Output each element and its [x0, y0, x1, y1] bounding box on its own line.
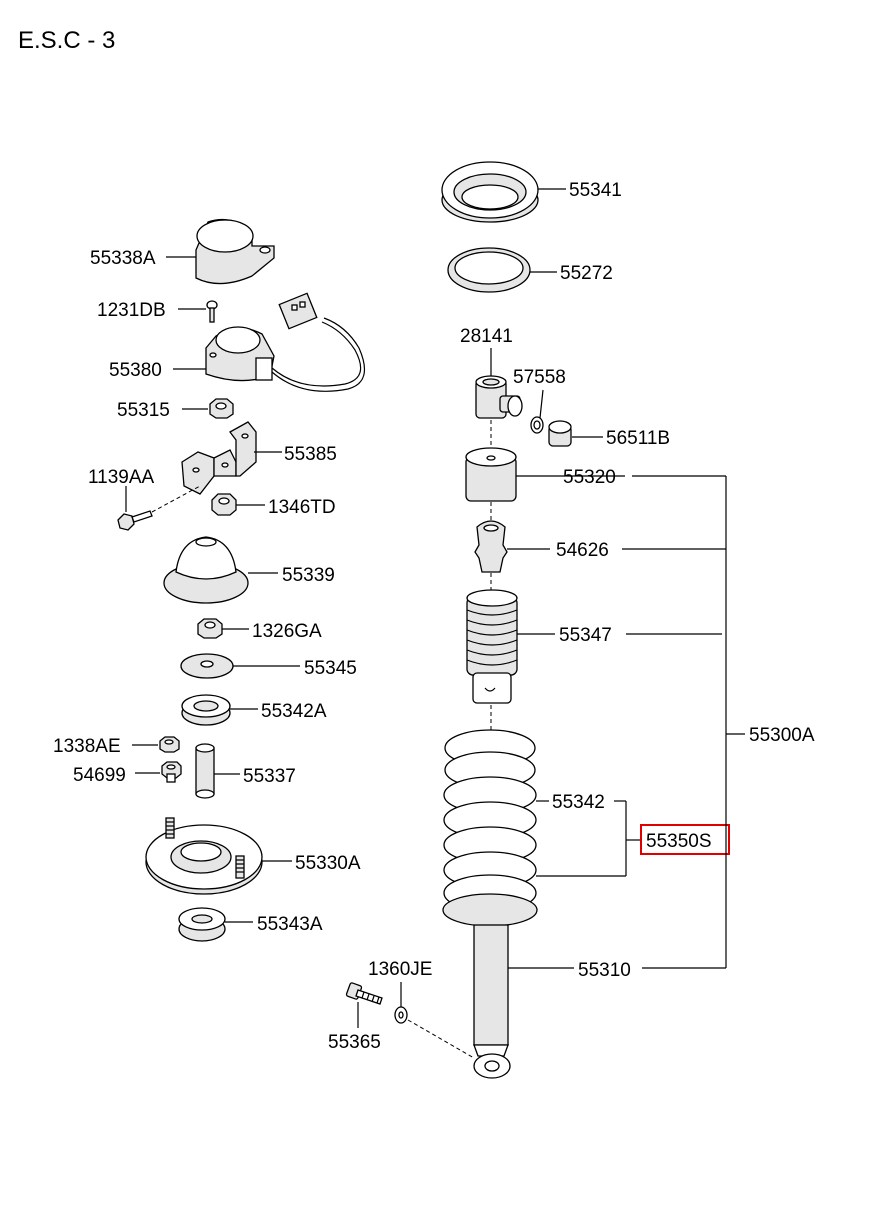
part-55342-coil-spring [442, 729, 538, 927]
part-55347-dust-boot [466, 589, 518, 704]
part-55272-ring [447, 247, 531, 293]
label-56511B[interactable]: 56511B [606, 428, 670, 449]
part-56511B-nut [548, 420, 572, 447]
label-55343A[interactable]: 55343A [257, 914, 323, 935]
part-55341-upper-seat [441, 161, 539, 223]
label-1326GA[interactable]: 1326GA [252, 621, 322, 642]
label-55338A[interactable]: 55338A [90, 248, 156, 269]
part-55385-bracket [181, 421, 257, 495]
label-55330A[interactable]: 55330A [295, 853, 361, 874]
label-55300A[interactable]: 55300A [749, 725, 815, 746]
label-1338AE[interactable]: 1338AE [53, 736, 121, 757]
label-55341[interactable]: 55341 [569, 180, 622, 201]
label-55342[interactable]: 55342 [552, 792, 605, 813]
part-55337-sleeve [195, 743, 215, 799]
part-55365-bolt [345, 982, 383, 1005]
part-55315-nut [209, 398, 234, 419]
label-55315[interactable]: 55315 [117, 400, 170, 421]
part-54626-bump-stopper [474, 520, 508, 573]
diagram-title: E.S.C - 3 [18, 27, 115, 54]
label-1139AA[interactable]: 1139AA [88, 467, 155, 488]
part-55342A-bushing [181, 694, 231, 726]
label-55347[interactable]: 55347 [559, 625, 612, 646]
label-55272[interactable]: 55272 [560, 263, 613, 284]
label-1231DB[interactable]: 1231DB [97, 300, 166, 321]
part-55343A-bushing [178, 907, 226, 942]
label-54699[interactable]: 54699 [73, 765, 126, 786]
part-55338A-cover [195, 218, 275, 285]
part-1360JE-washer [394, 1006, 408, 1024]
label-55339[interactable]: 55339 [282, 565, 335, 586]
part-55380-sensor [205, 292, 366, 392]
label-55342A[interactable]: 55342A [261, 701, 327, 722]
label-55365[interactable]: 55365 [328, 1032, 381, 1053]
part-54699-nut [161, 761, 182, 783]
part-1346TD-nut [211, 493, 237, 516]
part-57558-washer [530, 416, 544, 434]
label-55320[interactable]: 55320 [563, 467, 616, 488]
label-55350S[interactable]: 55350S [646, 831, 712, 852]
highlight-box-55350S [640, 824, 730, 855]
label-55385[interactable]: 55385 [284, 444, 337, 465]
label-55345[interactable]: 55345 [304, 658, 357, 679]
label-55337[interactable]: 55337 [243, 766, 296, 787]
part-55345-washer [180, 653, 234, 679]
part-55330A-mount-plate [145, 817, 263, 895]
part-1139AA-bolt [117, 510, 153, 531]
label-55310[interactable]: 55310 [578, 960, 631, 981]
part-1338AE-nut [159, 736, 180, 753]
part-55320-cup [465, 447, 517, 502]
part-28141-fitting [475, 375, 523, 448]
label-57558[interactable]: 57558 [513, 367, 566, 388]
label-1360JE[interactable]: 1360JE [368, 959, 432, 980]
part-1231DB-screw [206, 300, 218, 323]
part-55310-shock-absorber [473, 924, 511, 1079]
label-1346TD[interactable]: 1346TD [268, 497, 336, 518]
part-55339-dome-cap [163, 536, 249, 604]
label-54626[interactable]: 54626 [556, 540, 609, 561]
label-55380[interactable]: 55380 [109, 360, 162, 381]
label-28141[interactable]: 28141 [460, 326, 513, 347]
part-1326GA-nut [197, 618, 223, 639]
